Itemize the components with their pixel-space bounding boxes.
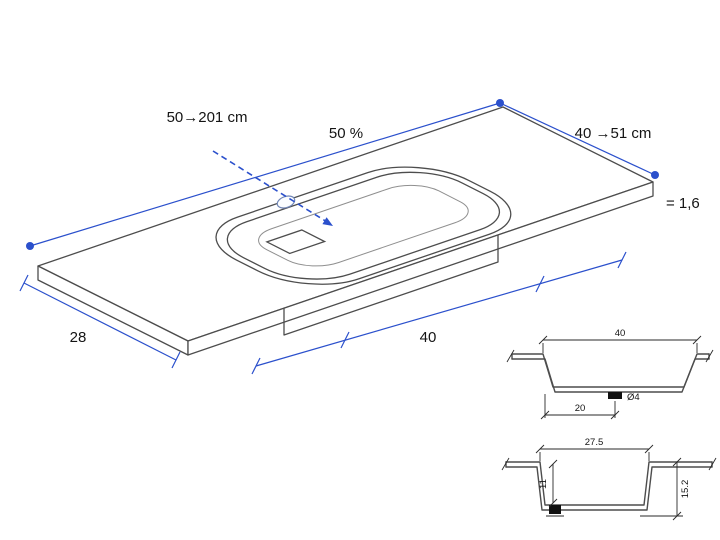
basin-outer-rim xyxy=(186,155,540,296)
section-width-label: 40 xyxy=(615,328,626,339)
dimension-tick xyxy=(610,410,620,420)
basin-bottom-outline xyxy=(244,179,483,272)
basin-drain-slot xyxy=(267,230,325,253)
dimension-tick xyxy=(692,335,702,345)
dimension-tick xyxy=(548,459,558,469)
length-range-label: 50→201 cm xyxy=(167,109,248,126)
depth-dimension-line xyxy=(499,102,656,176)
dimension-dot-left xyxy=(26,242,34,250)
dimension-tick xyxy=(617,251,627,269)
cross-section-bottom: 27.5 11 15.2 xyxy=(501,437,717,521)
depth-range-label: 40 →51 cm xyxy=(575,125,652,142)
basin-width-label: 40 xyxy=(420,329,437,346)
section-profile-inner xyxy=(505,461,713,506)
drain-diameter-label: Ø4 xyxy=(627,392,640,403)
dimension-lines xyxy=(19,99,659,375)
inner-depth-label: 11 xyxy=(538,479,549,489)
dimension-tick xyxy=(535,444,545,454)
dimension-tick xyxy=(340,331,350,349)
dimension-tick xyxy=(19,274,29,292)
dimension-tick xyxy=(251,357,261,375)
break-mark xyxy=(506,349,515,363)
drain-block xyxy=(549,505,561,514)
break-mark xyxy=(705,349,714,363)
left-depth-dimension-line xyxy=(23,282,177,361)
basin-position-arrowhead xyxy=(322,217,333,226)
basin-inner-rim xyxy=(202,162,524,289)
dimension-tick xyxy=(672,457,682,467)
dimension-tick xyxy=(535,275,545,293)
dimension-dot-top xyxy=(496,99,504,107)
dimension-tick xyxy=(548,498,558,508)
dimension-tick xyxy=(540,410,550,420)
basin-width-dimension-line xyxy=(255,259,623,367)
position-percent-label: 50 % xyxy=(329,125,363,142)
dimension-dot-right xyxy=(651,171,659,179)
basin xyxy=(186,155,540,296)
cross-section-top: 40 Ø4 20 xyxy=(506,328,714,420)
break-mark xyxy=(501,457,510,471)
left-depth-label: 28 xyxy=(70,329,87,346)
under-basin-box xyxy=(283,234,499,336)
total-height-label: 15.2 xyxy=(680,480,691,499)
section-profile-inner xyxy=(511,353,710,388)
section-profile-outer xyxy=(505,466,713,511)
dimension-tick xyxy=(171,351,181,369)
section-width-label: 27.5 xyxy=(585,437,604,448)
length-dimension-line xyxy=(29,102,501,247)
thickness-label: = 1,6 xyxy=(666,195,700,212)
break-mark xyxy=(708,457,717,471)
main-view-labels: 50→201 cm 50 % 40 →51 cm = 1,6 28 40 xyxy=(70,109,700,346)
dimension-tick xyxy=(644,444,654,454)
basin-position-dashed-line xyxy=(212,150,328,223)
drain-block xyxy=(608,392,622,399)
countertop-3d-view xyxy=(38,107,653,355)
dimension-tick xyxy=(538,335,548,345)
drain-offset-label: 20 xyxy=(575,403,586,414)
